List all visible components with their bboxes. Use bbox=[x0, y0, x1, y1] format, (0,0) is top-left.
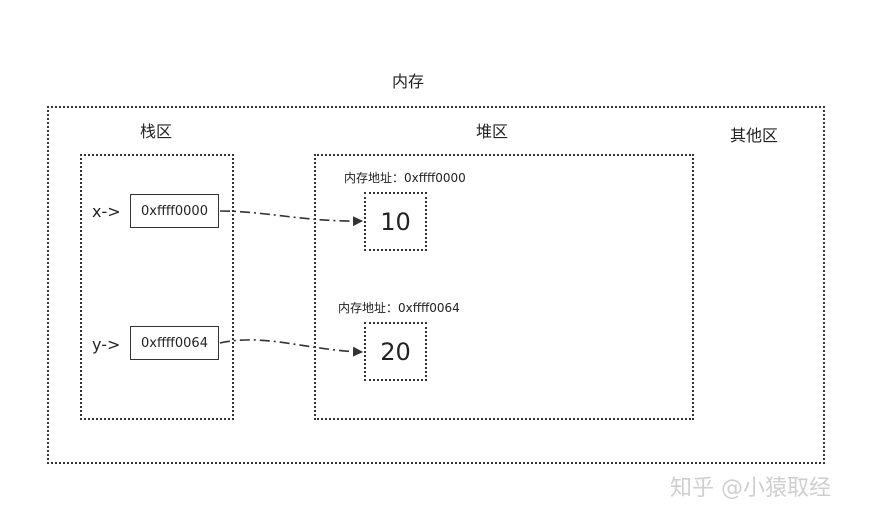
other-title: 其他区 bbox=[730, 126, 779, 145]
stack-address-box-x: 0xffff0000 bbox=[130, 194, 219, 228]
memory-title: 内存 bbox=[392, 72, 425, 91]
stack-region bbox=[80, 154, 234, 420]
watermark: 知乎 @小猿取经 bbox=[670, 476, 831, 501]
heap-address-caption-1: 内存地址：0xffff0000 bbox=[344, 171, 466, 185]
stack-var-label-x: x-> bbox=[92, 202, 121, 221]
pointer-arrow-x bbox=[219, 210, 363, 227]
stack-var-label-y: y-> bbox=[92, 335, 121, 354]
heap-address-caption-2: 内存地址：0xffff0064 bbox=[338, 301, 460, 315]
memory-region bbox=[47, 106, 825, 464]
heap-title: 堆区 bbox=[476, 122, 509, 141]
pointer-arrow-y bbox=[219, 339, 363, 357]
heap-value-box-2: 20 bbox=[364, 322, 427, 381]
heap-value-box-1: 10 bbox=[364, 192, 427, 251]
heap-region bbox=[314, 154, 694, 420]
stack-address-box-y: 0xffff0064 bbox=[130, 326, 219, 360]
stack-title: 栈区 bbox=[140, 122, 173, 141]
